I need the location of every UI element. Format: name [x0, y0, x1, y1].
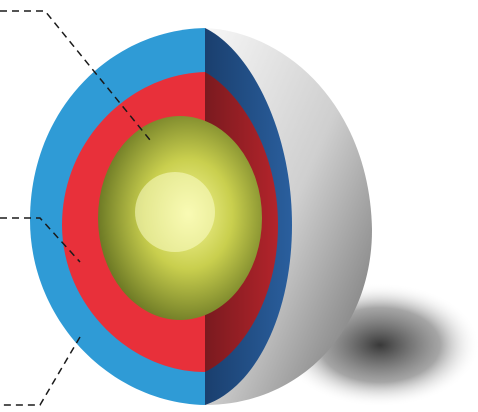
- core-highlight: [135, 172, 215, 252]
- leader-line-outer-layer: [0, 337, 80, 405]
